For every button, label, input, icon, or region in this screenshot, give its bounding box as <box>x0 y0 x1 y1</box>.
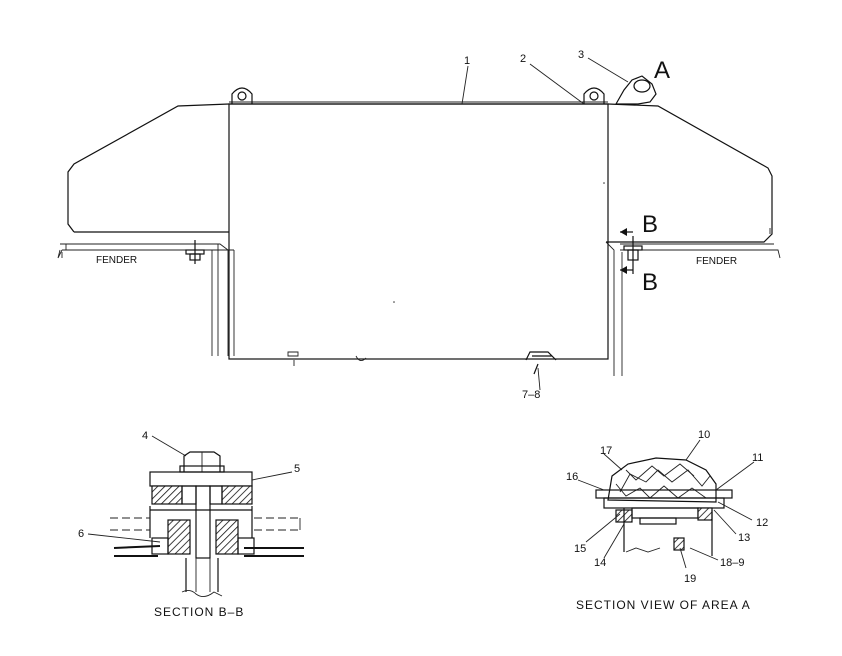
callout-4: 4 <box>142 430 148 442</box>
callout-14: 14 <box>594 557 606 569</box>
leader-lines <box>461 57 629 391</box>
callout-6: 6 <box>78 528 84 540</box>
callout-13: 13 <box>738 532 750 544</box>
callout-15: 15 <box>574 543 586 555</box>
callout-1: 1 <box>464 55 470 67</box>
lifting-eye-right <box>583 87 605 104</box>
section-area-a <box>577 439 755 569</box>
callout-18-9: 18–9 <box>720 557 744 569</box>
callout-17: 17 <box>600 445 612 457</box>
right-fender <box>605 241 781 376</box>
callout-3: 3 <box>578 49 584 61</box>
tank-main-view <box>57 75 781 376</box>
callout-11: 11 <box>752 452 763 464</box>
callout-19: 19 <box>684 573 696 585</box>
tank-front-panel <box>228 103 609 360</box>
lifting-eye-left <box>231 87 253 104</box>
callout-5: 5 <box>294 463 300 475</box>
left-fender <box>57 249 63 259</box>
callout-10: 10 <box>698 429 710 441</box>
fill-cap <box>614 75 657 105</box>
fender-label-left: FENDER <box>96 255 137 266</box>
callout-7-8: 7–8 <box>522 389 540 401</box>
view-letter-b-top: B <box>642 211 658 238</box>
callout-2: 2 <box>520 53 526 65</box>
tank-outline <box>67 103 773 243</box>
view-letter-b-bottom: B <box>642 269 658 296</box>
callout-12: 12 <box>756 517 768 529</box>
mount-bolt-left <box>185 240 205 264</box>
mount-bolt-right <box>620 228 643 274</box>
callout-16: 16 <box>566 471 578 483</box>
caption-section-bb: SECTION B–B <box>154 605 244 619</box>
caption-section-a: SECTION VIEW OF AREA A <box>576 598 751 612</box>
view-letter-a: A <box>654 57 670 84</box>
section-bb <box>87 435 304 597</box>
drain-plug <box>525 351 557 375</box>
fender-label-right: FENDER <box>696 256 737 267</box>
